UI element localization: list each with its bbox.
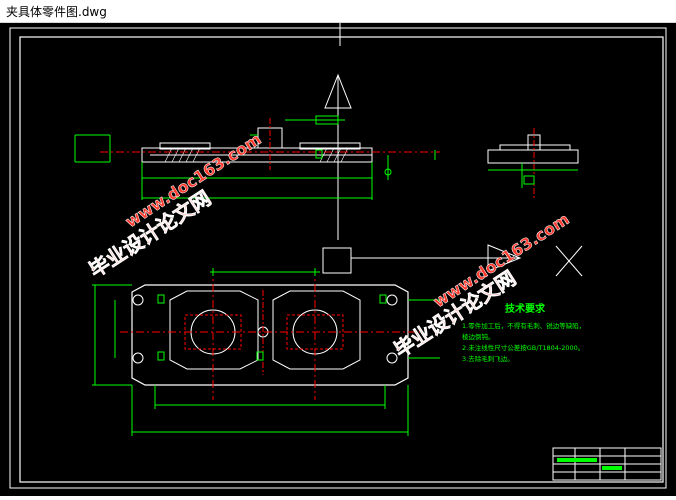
window-title: 夹具体零件图.dwg [6, 5, 107, 19]
cross-mark-b [555, 245, 583, 277]
tech-line-4: 3.去除毛刺飞边。 [462, 354, 514, 363]
tech-line-3: 2.未注线性尺寸公差按GB/T1804-2000。 [462, 343, 584, 352]
drawing-svg: 技术要求 1.零件加工后，不得有毛刺、锐边等缺陷， 棱边倒钝。 2.未注线性尺寸… [9, 23, 667, 489]
front-view-dimensions [74, 115, 436, 200]
center-view-box [322, 247, 352, 274]
tech-line-1: 1.零件加工后，不得有毛刺、锐边等缺陷， [462, 321, 585, 330]
tech-title: 技术要求 [505, 302, 546, 315]
tech-requirements: 技术要求 1.零件加工后，不得有毛刺、锐边等缺陷， 棱边倒钝。 2.未注线性尺寸… [462, 302, 585, 363]
window-titlebar: 夹具体零件图.dwg [0, 0, 676, 23]
plan-view [120, 268, 420, 400]
view-arrow-right [487, 244, 522, 272]
view-arrow-top [324, 73, 352, 109]
outer-frame [9, 27, 667, 489]
tech-line-2: 棱边倒钝。 [462, 332, 495, 341]
front-section-view [100, 118, 440, 170]
cad-canvas[interactable]: 技术要求 1.零件加工后，不得有毛刺、锐边等缺陷， 棱边倒钝。 2.未注线性尺寸… [0, 23, 676, 496]
plan-view-dimensions [92, 268, 440, 436]
inner-frame [19, 36, 664, 483]
title-block [552, 447, 662, 481]
side-view [487, 128, 579, 200]
